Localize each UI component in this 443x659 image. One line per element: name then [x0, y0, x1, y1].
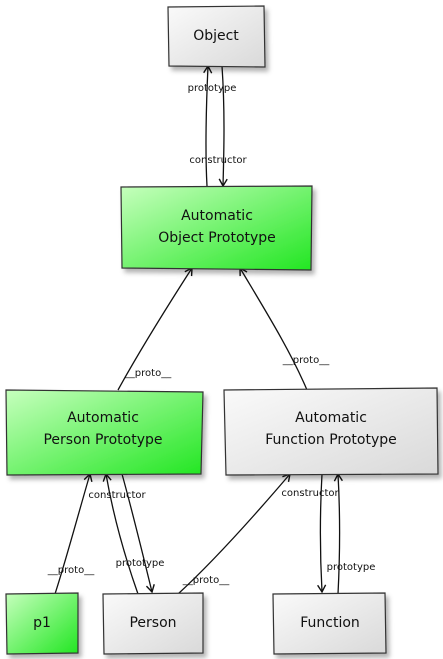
- label-function-prototype: prototype: [327, 562, 376, 573]
- edge-functionproto-to-objectproto: [239, 266, 308, 391]
- node-object-prototype: Automatic Object Prototype: [120, 185, 313, 271]
- edge-person-to-functionproto: [177, 472, 291, 595]
- node-p1-label: p1: [33, 615, 51, 631]
- node-person-prototype-line2: Person Prototype: [43, 432, 162, 448]
- edge-personproto-constructor: [121, 473, 155, 594]
- node-function-label: Function: [300, 615, 360, 631]
- node-p1: p1: [5, 592, 79, 655]
- node-person-label: Person: [129, 615, 176, 631]
- label-functionproto-proto: __proto__: [282, 355, 330, 366]
- label-person-functionproto: __proto__: [182, 575, 230, 586]
- edge-object-constructor: [218, 65, 228, 188]
- node-person-prototype: Automatic Person Prototype: [5, 389, 204, 476]
- node-function: Function: [272, 592, 387, 655]
- node-object-prototype-line2: Object Prototype: [158, 230, 276, 246]
- edge-p1-proto: [54, 472, 93, 595]
- edge-labels: prototype constructor __proto__ __proto_…: [47, 83, 376, 586]
- edge-person-prototype: [102, 472, 139, 595]
- label-function-constructor: constructor: [281, 488, 339, 499]
- edge-function-prototype: [333, 472, 343, 595]
- label-object-constructor: constructor: [189, 155, 247, 166]
- label-person-prototype: prototype: [116, 558, 165, 569]
- node-object-label: Object: [193, 28, 239, 44]
- node-function-prototype-line2: Function Prototype: [265, 432, 397, 448]
- label-person-constructor: constructor: [88, 490, 146, 501]
- label-object-prototype: prototype: [188, 83, 237, 94]
- node-function-prototype: Automatic Function Prototype: [223, 387, 439, 476]
- edge-object-prototype: [203, 64, 213, 187]
- node-person-prototype-line1: Automatic: [67, 410, 139, 426]
- nodes: Object Automatic Object Prototype Automa…: [5, 5, 439, 655]
- edges: [54, 64, 343, 595]
- node-object-prototype-line1: Automatic: [181, 208, 253, 224]
- edge-personproto-to-objectproto: [117, 266, 193, 391]
- label-p1-proto: __proto__: [47, 565, 95, 576]
- node-object: Object: [167, 5, 266, 68]
- label-personproto-proto: __proto__: [124, 368, 172, 379]
- node-person: Person: [102, 592, 204, 655]
- node-function-prototype-line1: Automatic: [295, 410, 367, 426]
- edge-functionproto-constructor: [317, 473, 327, 594]
